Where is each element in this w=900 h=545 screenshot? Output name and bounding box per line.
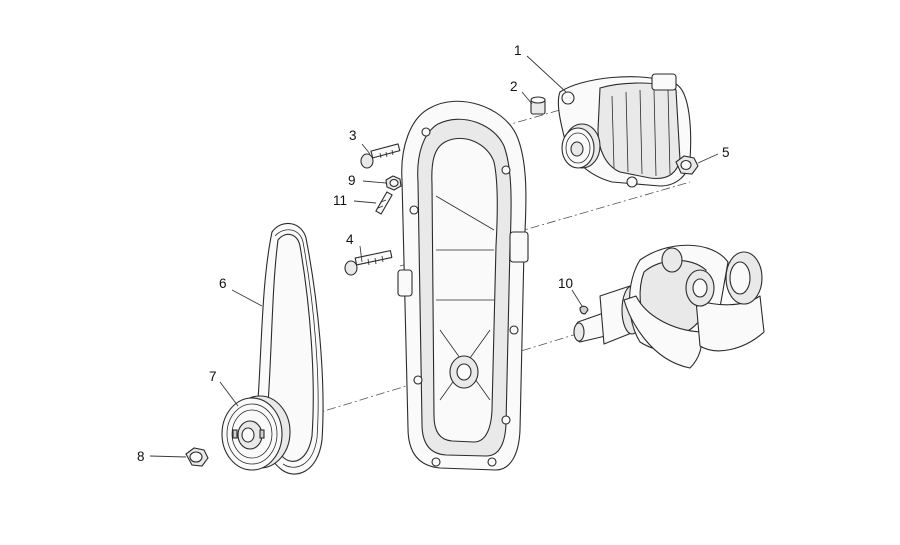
leader-3: [361, 143, 371, 155]
callout-1: 1: [514, 43, 522, 58]
leader-10: [571, 289, 583, 307]
callout-5: 5: [722, 145, 730, 160]
spacer-bushing: [530, 96, 546, 115]
leader-7: [219, 381, 239, 407]
leader-5: [697, 153, 719, 164]
screw-upper: [360, 143, 401, 169]
woodruff-key: [579, 305, 589, 315]
leader-8: [149, 455, 187, 458]
leader-2: [521, 91, 533, 105]
screw-lower: [344, 250, 393, 276]
cover-nut: [385, 175, 402, 191]
callout-8: 8: [137, 449, 145, 464]
alternator-nut: [675, 155, 699, 175]
leader-1: [526, 55, 567, 93]
callout-7: 7: [209, 369, 217, 384]
leader-6: [231, 289, 263, 307]
callout-3: 3: [349, 128, 357, 143]
callout-11: 11: [333, 193, 347, 208]
callout-10: 10: [558, 276, 573, 291]
leader-lines: [149, 55, 719, 458]
timing-cover: [397, 100, 529, 471]
callout-2: 2: [510, 79, 518, 94]
crankshaft: [573, 244, 765, 369]
alternator: [557, 73, 692, 188]
callout-6: 6: [219, 276, 227, 291]
crankshaft-pulley: [221, 395, 291, 471]
callout-4: 4: [346, 232, 354, 247]
callout-9: 9: [348, 173, 356, 188]
stud-bolt: [375, 191, 393, 215]
leader-11: [353, 200, 377, 204]
axis-alternator-lower: [399, 181, 691, 267]
pulley-nut: [185, 447, 209, 467]
leader-9: [362, 180, 387, 184]
leader-4: [359, 245, 363, 263]
callout-labels: 1 2 3 4 5 6 7 8 9 10 11: [137, 43, 730, 464]
